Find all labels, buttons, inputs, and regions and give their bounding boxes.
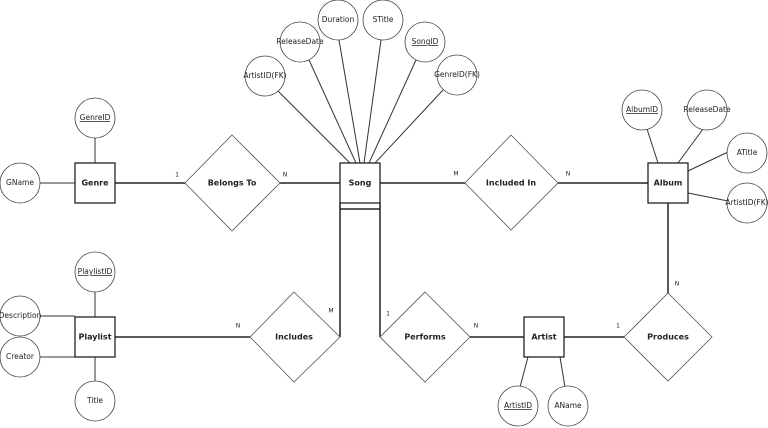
attribute-song-title[interactable]: STitle — [362, 0, 404, 41]
attribute-song-duration[interactable]: Duration — [317, 0, 359, 41]
attribute-song-release-date[interactable]: ReleaseDate — [276, 21, 324, 63]
attribute-label: PlaylistID — [78, 267, 113, 276]
attribute-label: GenreID — [80, 113, 111, 122]
relationship-label: Included In — [486, 179, 536, 188]
cardinality-label: 1 — [616, 323, 620, 330]
cardinality-label: N — [283, 172, 288, 179]
cardinality-label: M — [328, 308, 333, 315]
attribute-song-id[interactable]: SongID — [404, 21, 446, 63]
connectors — [40, 39, 729, 388]
attribute-label: ArtistID — [504, 401, 532, 410]
entity-artist[interactable]: Artist — [523, 316, 565, 358]
attribute-label: ATitle — [737, 148, 758, 157]
cardinality-label: N — [236, 323, 241, 330]
entity-playlist[interactable]: Playlist — [74, 316, 116, 358]
attribute-song-artist-fk[interactable]: ArtistID(FK) — [243, 55, 287, 97]
cardinality-label: 1 — [175, 172, 179, 179]
attribute-album-title[interactable]: ATitle — [726, 132, 768, 174]
entity-genre[interactable]: Genre — [74, 162, 116, 204]
cardinality-label: N — [566, 171, 571, 178]
entity-label: Song — [349, 179, 372, 188]
attribute-playlist-creator[interactable]: Creator — [0, 336, 41, 378]
attribute-label: ArtistID(FK) — [243, 71, 286, 80]
attribute-album-artist-fk[interactable]: ArtistID(FK) — [725, 182, 768, 224]
attribute-album-release-date[interactable]: ReleaseDate — [683, 89, 731, 131]
entity-album[interactable]: Album — [647, 162, 689, 204]
attribute-playlist-id[interactable]: PlaylistID — [74, 251, 116, 293]
attribute-label: GenreID(FK) — [434, 70, 480, 79]
attribute-playlist-title[interactable]: Title — [74, 380, 116, 422]
entity-label: Genre — [81, 179, 109, 188]
attribute-song-genre-fk[interactable]: GenreID(FK) — [434, 54, 480, 96]
attribute-genre-id[interactable]: GenreID — [74, 97, 116, 139]
cardinality-label: N — [675, 281, 680, 288]
attribute-label: GName — [6, 178, 34, 187]
relationship-label: Produces — [647, 333, 689, 342]
relationship-label: Belongs To — [208, 179, 257, 188]
attribute-playlist-description[interactable]: Description — [0, 295, 42, 337]
attribute-label: Duration — [322, 15, 355, 24]
attribute-album-id[interactable]: AlbumID — [621, 89, 663, 131]
attribute-label: Description — [0, 311, 42, 320]
attribute-label: Title — [86, 396, 103, 405]
attribute-label: Creator — [6, 352, 35, 361]
cardinality-label: 1 — [386, 311, 390, 318]
relationship-included-in[interactable]: Included In — [464, 134, 559, 231]
attribute-label: AlbumID — [626, 105, 658, 114]
attribute-label: ReleaseDate — [276, 37, 324, 46]
relationship-label: Performs — [404, 333, 445, 342]
entity-label: Artist — [531, 333, 556, 342]
attribute-artist-name[interactable]: AName — [547, 385, 589, 427]
cardinality-label: M — [453, 171, 458, 178]
attribute-label: STitle — [373, 15, 394, 24]
entity-label: Album — [654, 179, 683, 188]
attribute-label: ArtistID(FK) — [725, 198, 768, 207]
relationship-performs[interactable]: Performs — [379, 291, 471, 383]
attribute-label: AName — [554, 401, 582, 410]
attribute-gname[interactable]: GName — [0, 162, 41, 204]
relationship-produces[interactable]: Produces — [623, 292, 713, 382]
relationship-label: Includes — [275, 333, 313, 342]
relationship-includes[interactable]: Includes — [249, 291, 341, 383]
attribute-label: ReleaseDate — [683, 105, 731, 114]
attribute-artist-id[interactable]: ArtistID — [497, 385, 539, 427]
entity-song[interactable]: Song — [339, 162, 381, 204]
attribute-label: SongID — [412, 37, 439, 46]
relationship-belongs-to[interactable]: Belongs To — [184, 134, 281, 232]
entity-label: Playlist — [78, 333, 111, 342]
cardinality-label: N — [474, 323, 479, 330]
